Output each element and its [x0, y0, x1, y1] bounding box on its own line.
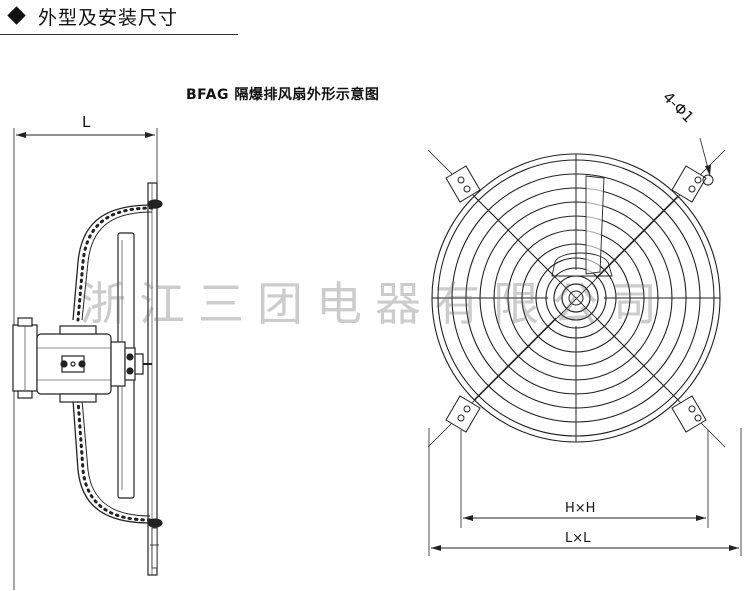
front-view: 4-Φ1 H×H L×L — [427, 88, 742, 556]
fan-blade-front — [585, 175, 605, 275]
outer-dimension-label: L×L — [565, 531, 591, 546]
section-title: 外型及安装尺寸 — [38, 7, 179, 29]
mounting-plate — [147, 182, 163, 576]
mounting-bracket-top-right — [671, 165, 714, 203]
company-watermark: 浙江三团电器有限公司 — [80, 277, 670, 331]
dimension-lxl: L×L — [431, 531, 739, 551]
mounting-bracket-top-left — [445, 165, 481, 203]
motor-hub-front — [561, 283, 591, 313]
section-header: 外型及安装尺寸 — [0, 0, 750, 40]
fan-guard-side — [72, 204, 154, 524]
dimension-hxh: H×H — [463, 501, 706, 521]
side-view: L — [12, 113, 163, 590]
hole-callout: 4-Φ1 — [659, 88, 711, 177]
diagram-title: BFAG 隔爆排风扇外形示意图 — [186, 87, 380, 103]
motor-body — [12, 317, 152, 403]
hole-spec-label: 4-Φ1 — [659, 88, 697, 126]
side-dim-label: L — [82, 113, 91, 131]
header-underline — [0, 34, 238, 35]
mounting-bracket-bottom-right — [671, 395, 707, 433]
inner-dimension-label: H×H — [565, 501, 595, 516]
guard-spokes — [432, 154, 720, 442]
extension-lines — [428, 428, 742, 556]
mounting-bracket-bottom-left — [445, 395, 481, 433]
